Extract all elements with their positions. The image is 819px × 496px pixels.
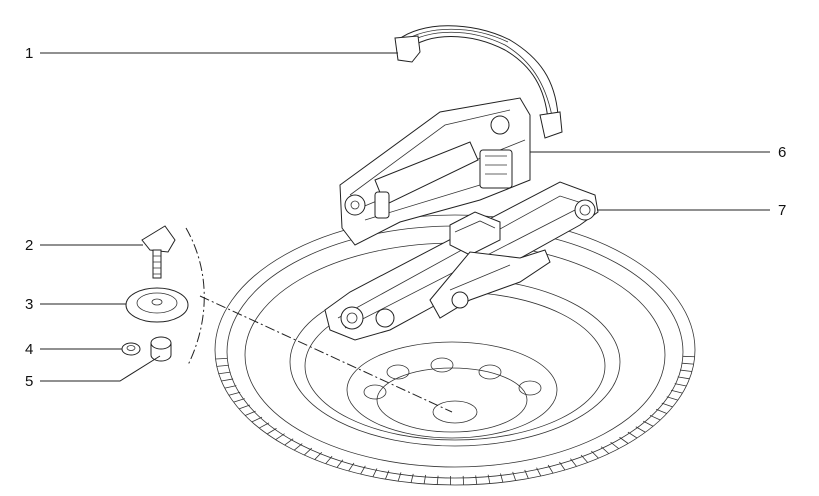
tread-mark xyxy=(649,414,661,421)
callout-4: 4 xyxy=(25,341,33,358)
callout-5: 5 xyxy=(25,373,33,390)
tread-mark xyxy=(372,468,378,478)
tread-mark xyxy=(360,465,366,475)
tread-mark xyxy=(385,470,390,480)
tread-mark xyxy=(570,458,577,467)
tread-mark xyxy=(336,459,344,468)
tread-mark xyxy=(238,404,250,410)
tread-mark xyxy=(244,410,256,416)
tread-mark xyxy=(275,433,285,441)
tread-mark xyxy=(642,420,654,427)
tread-mark xyxy=(303,447,313,456)
tread-mark xyxy=(228,391,241,396)
callout-2: 2 xyxy=(25,237,33,254)
tread-mark xyxy=(224,385,237,389)
tread-mark xyxy=(284,438,294,446)
small-nut xyxy=(121,342,141,356)
callout-1: 1 xyxy=(25,45,33,62)
tread-mark xyxy=(670,389,683,394)
tread-mark xyxy=(656,408,667,414)
tread-mark xyxy=(681,362,694,365)
jack-open xyxy=(324,181,599,341)
callout-3: 3 xyxy=(25,296,33,313)
tread-mark xyxy=(547,464,554,474)
tread-mark xyxy=(512,471,517,481)
tread-mark xyxy=(233,398,245,403)
tread-mark xyxy=(293,443,303,451)
tread-mark xyxy=(348,462,355,472)
tread-mark xyxy=(216,364,229,367)
tread-mark xyxy=(397,472,402,482)
tread-mark xyxy=(600,446,610,454)
tread-mark xyxy=(627,431,638,439)
tread-mark xyxy=(423,474,427,484)
leader-lines xyxy=(40,52,770,382)
tread-mark xyxy=(524,469,529,479)
callout-6: 6 xyxy=(778,144,786,161)
wing-bolt xyxy=(141,225,176,279)
tread-mark xyxy=(410,473,414,483)
tread-mark xyxy=(314,451,323,460)
tread-mark xyxy=(661,402,673,408)
tread-mark xyxy=(680,369,692,372)
tread-mark xyxy=(619,436,629,444)
tread-mark xyxy=(500,473,504,483)
tread-mark xyxy=(536,467,542,477)
tread-mark xyxy=(221,378,234,382)
tread-mark xyxy=(215,357,228,360)
callout-7: 7 xyxy=(778,202,786,219)
jack-folded xyxy=(339,97,531,246)
tread-mark xyxy=(325,455,333,464)
tread-mark xyxy=(580,454,588,463)
cap xyxy=(150,336,172,362)
tread-mark xyxy=(266,428,277,435)
tread-mark xyxy=(559,461,566,471)
tread-mark xyxy=(635,426,646,433)
tread-mark xyxy=(487,474,491,484)
washer xyxy=(125,287,189,323)
tread-mark xyxy=(674,383,687,387)
tread-mark xyxy=(591,450,599,459)
tread-mark xyxy=(436,475,439,485)
tread-mark xyxy=(259,422,270,429)
tread-mark xyxy=(475,475,478,485)
tread-mark xyxy=(218,371,231,375)
tread-mark xyxy=(610,441,619,450)
tread-mark xyxy=(666,396,678,401)
tread-mark xyxy=(677,376,690,380)
strap xyxy=(394,25,563,139)
tread-mark xyxy=(251,416,263,423)
